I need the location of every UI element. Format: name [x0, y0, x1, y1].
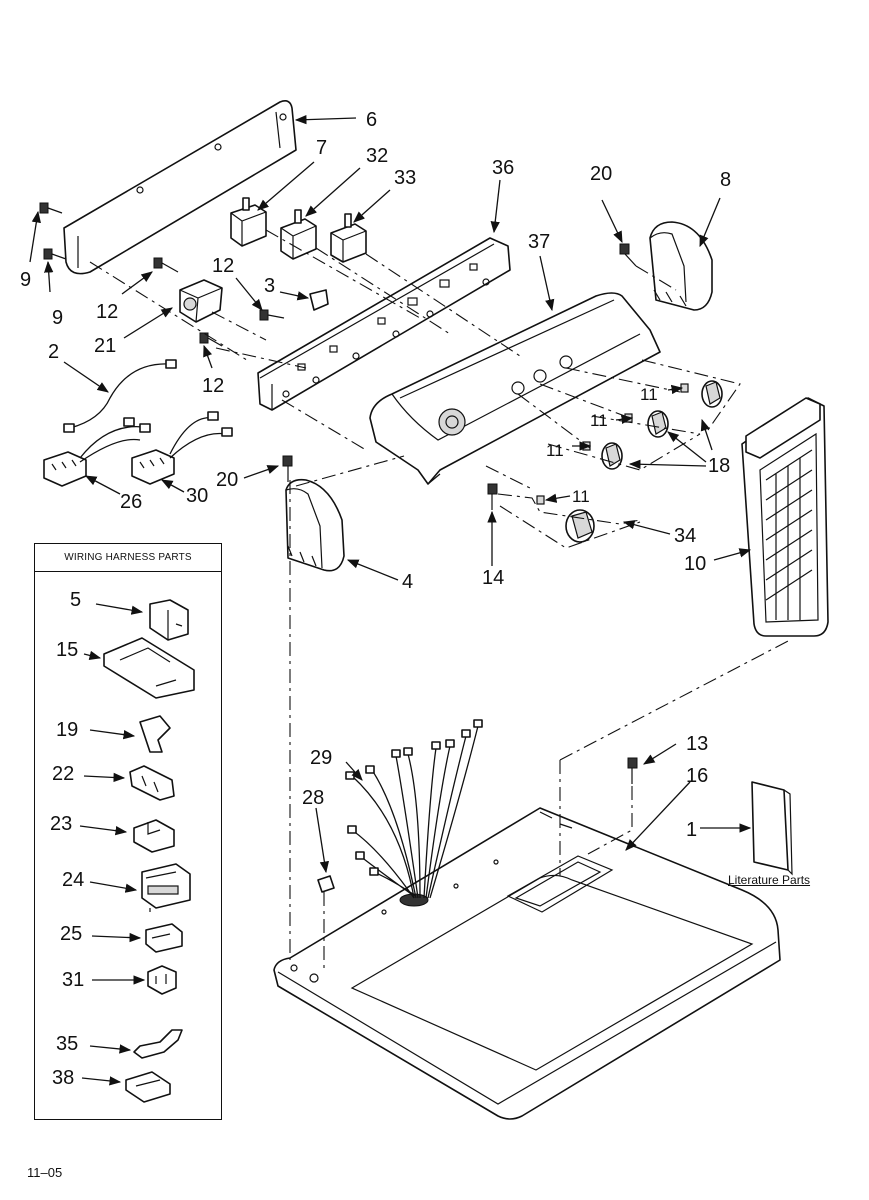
screw-20-left — [282, 455, 293, 482]
callout-11-c: 11 — [546, 441, 564, 460]
callout-11-a: 11 — [640, 385, 658, 404]
callout-16: 16 — [686, 765, 708, 787]
literature-booklet-1 — [751, 781, 793, 876]
clip-28 — [317, 875, 335, 893]
callout-26: 26 — [120, 491, 142, 513]
knob-18-c — [601, 442, 623, 470]
callout-33: 33 — [394, 167, 416, 189]
legend-item-5: 5 — [70, 589, 81, 611]
callout-37: 37 — [528, 231, 550, 253]
control-bracket-36 — [257, 237, 511, 411]
callout-9-top: 9 — [20, 269, 31, 291]
legend-title: WIRING HARNESS PARTS — [35, 544, 221, 572]
callout-11-b: 11 — [590, 411, 608, 430]
screw-20-right — [619, 243, 637, 267]
callout-20-right: 20 — [590, 163, 612, 185]
callout-36: 36 — [492, 157, 514, 179]
endcap-8 — [649, 221, 713, 311]
callout-6: 6 — [366, 109, 377, 131]
callout-32: 32 — [366, 145, 388, 167]
legend-item-22: 22 — [52, 763, 74, 785]
endcap-4 — [285, 478, 345, 572]
page-code: 11–05 — [27, 1165, 63, 1180]
callout-28: 28 — [302, 787, 324, 809]
screw-12-c — [199, 332, 223, 347]
callout-1: 1 — [686, 819, 697, 841]
legend-item-38: 38 — [52, 1067, 74, 1089]
top-panel-16 — [273, 807, 781, 1120]
spring-clip-11-d — [536, 495, 545, 505]
callout-20-left: 20 — [216, 469, 238, 491]
callout-29: 29 — [310, 747, 332, 769]
clip-3 — [309, 289, 329, 311]
callout-12-bottom: 12 — [202, 375, 224, 397]
wire-harness-2 — [63, 359, 177, 433]
switch-33 — [330, 213, 367, 263]
callout-7: 7 — [316, 137, 327, 159]
legend-item-24: 24 — [62, 869, 84, 891]
callout-numbers: 6 7 32 33 36 37 20 8 9 9 12 12 3 21 2 12… — [20, 109, 731, 841]
rear-bracket-panel — [63, 100, 297, 275]
legend-item-35: 35 — [56, 1033, 78, 1055]
screw-14 — [487, 483, 498, 510]
callout-11-d: 11 — [572, 487, 590, 506]
callout-30: 30 — [186, 485, 208, 507]
wire-harness-30 — [131, 411, 233, 485]
screw-9-top — [39, 202, 63, 214]
legend-item-23: 23 — [50, 813, 72, 835]
switch-32 — [280, 209, 317, 260]
callout-10: 10 — [684, 553, 706, 575]
callout-12-mid: 12 — [212, 255, 234, 277]
legend-item-25: 25 — [60, 923, 82, 945]
callout-34: 34 — [674, 525, 696, 547]
knob-18-a — [701, 380, 723, 408]
literature-parts-label: Literature Parts — [728, 873, 811, 887]
leader-arrows — [29, 114, 752, 874]
switch-7 — [230, 197, 267, 247]
screw-9-bottom — [43, 248, 67, 260]
legend-item-15: 15 — [56, 639, 78, 661]
callout-12-left: 12 — [96, 301, 118, 323]
screw-12-a — [153, 257, 179, 273]
callout-18: 18 — [708, 455, 730, 477]
wire-harness-29 — [345, 719, 483, 899]
spring-clip-11-a — [680, 383, 689, 393]
callout-21: 21 — [94, 335, 116, 357]
callout-3: 3 — [264, 275, 275, 297]
legend-item-19: 19 — [56, 719, 78, 741]
knob-18-b — [647, 410, 669, 438]
timer-21 — [179, 279, 223, 323]
screw-12-b — [259, 309, 285, 321]
legend-parts: 5 15 19 22 23 24 25 31 35 — [50, 589, 195, 1103]
lint-screen-10 — [741, 397, 829, 637]
console-37 — [369, 292, 661, 485]
callout-13: 13 — [686, 733, 708, 755]
legend-item-31: 31 — [62, 969, 84, 991]
callout-9-bottom: 9 — [52, 307, 63, 329]
screw-13 — [627, 757, 638, 784]
callout-2: 2 — [48, 341, 59, 363]
callout-4: 4 — [402, 571, 413, 593]
callout-8: 8 — [720, 169, 731, 191]
wiring-harness-legend: WIRING HARNESS PARTS — [34, 543, 222, 1120]
knob-34 — [565, 509, 595, 543]
callout-14: 14 — [482, 567, 504, 589]
